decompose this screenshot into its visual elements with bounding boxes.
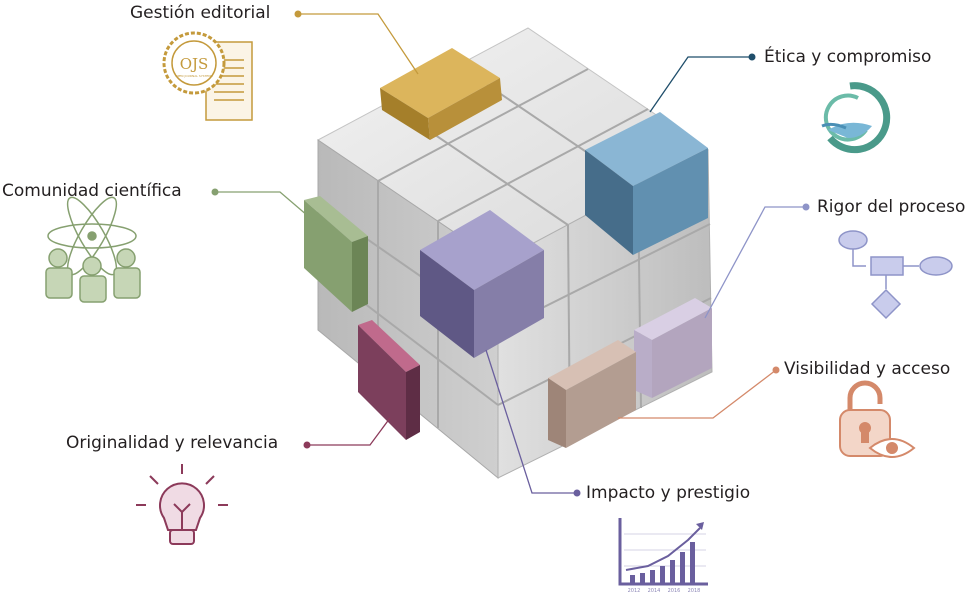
block-etica	[585, 112, 708, 255]
block-rigor	[634, 298, 712, 398]
label-comunidad-cientifica: Comunidad científica	[2, 181, 182, 201]
ethics-hands-icon	[821, 82, 891, 154]
chart-year-2018: 2018	[688, 588, 701, 593]
chart-year-2014: 2014	[648, 588, 661, 593]
impact-chart-icon: 2012 2014 2016 2018	[618, 518, 708, 593]
block-visibilidad	[548, 340, 636, 448]
block-gestion	[380, 48, 502, 140]
block-comunidad	[304, 196, 368, 312]
label-originalidad-relevancia: Originalidad y relevancia	[66, 433, 279, 453]
label-impacto-prestigio: Impacto y prestigio	[586, 483, 751, 503]
block-originalidad	[358, 320, 420, 440]
connector-lines	[211, 10, 810, 497]
science-community-icon	[45, 196, 141, 303]
ojs-logo-text: OJS	[180, 55, 209, 73]
ojs-certificate-icon: OJS OPEN JOURNAL SYSTEMS	[162, 31, 253, 121]
process-flow-icon	[838, 230, 953, 320]
chart-year-2016: 2016	[668, 588, 681, 593]
lightbulb-icon	[136, 464, 228, 545]
label-etica-compromiso: Ética y compromiso	[764, 47, 932, 67]
label-gestion-editorial: Gestión editorial	[130, 3, 271, 23]
ojs-logo-subtext: OPEN JOURNAL SYSTEMS	[175, 74, 213, 78]
label-rigor-proceso: Rigor del proceso	[817, 197, 966, 217]
label-visibilidad-acceso: Visibilidad y acceso	[784, 359, 951, 379]
open-lock-eye-icon	[839, 380, 916, 458]
chart-year-2012: 2012	[628, 588, 641, 593]
block-impacto	[420, 210, 544, 358]
